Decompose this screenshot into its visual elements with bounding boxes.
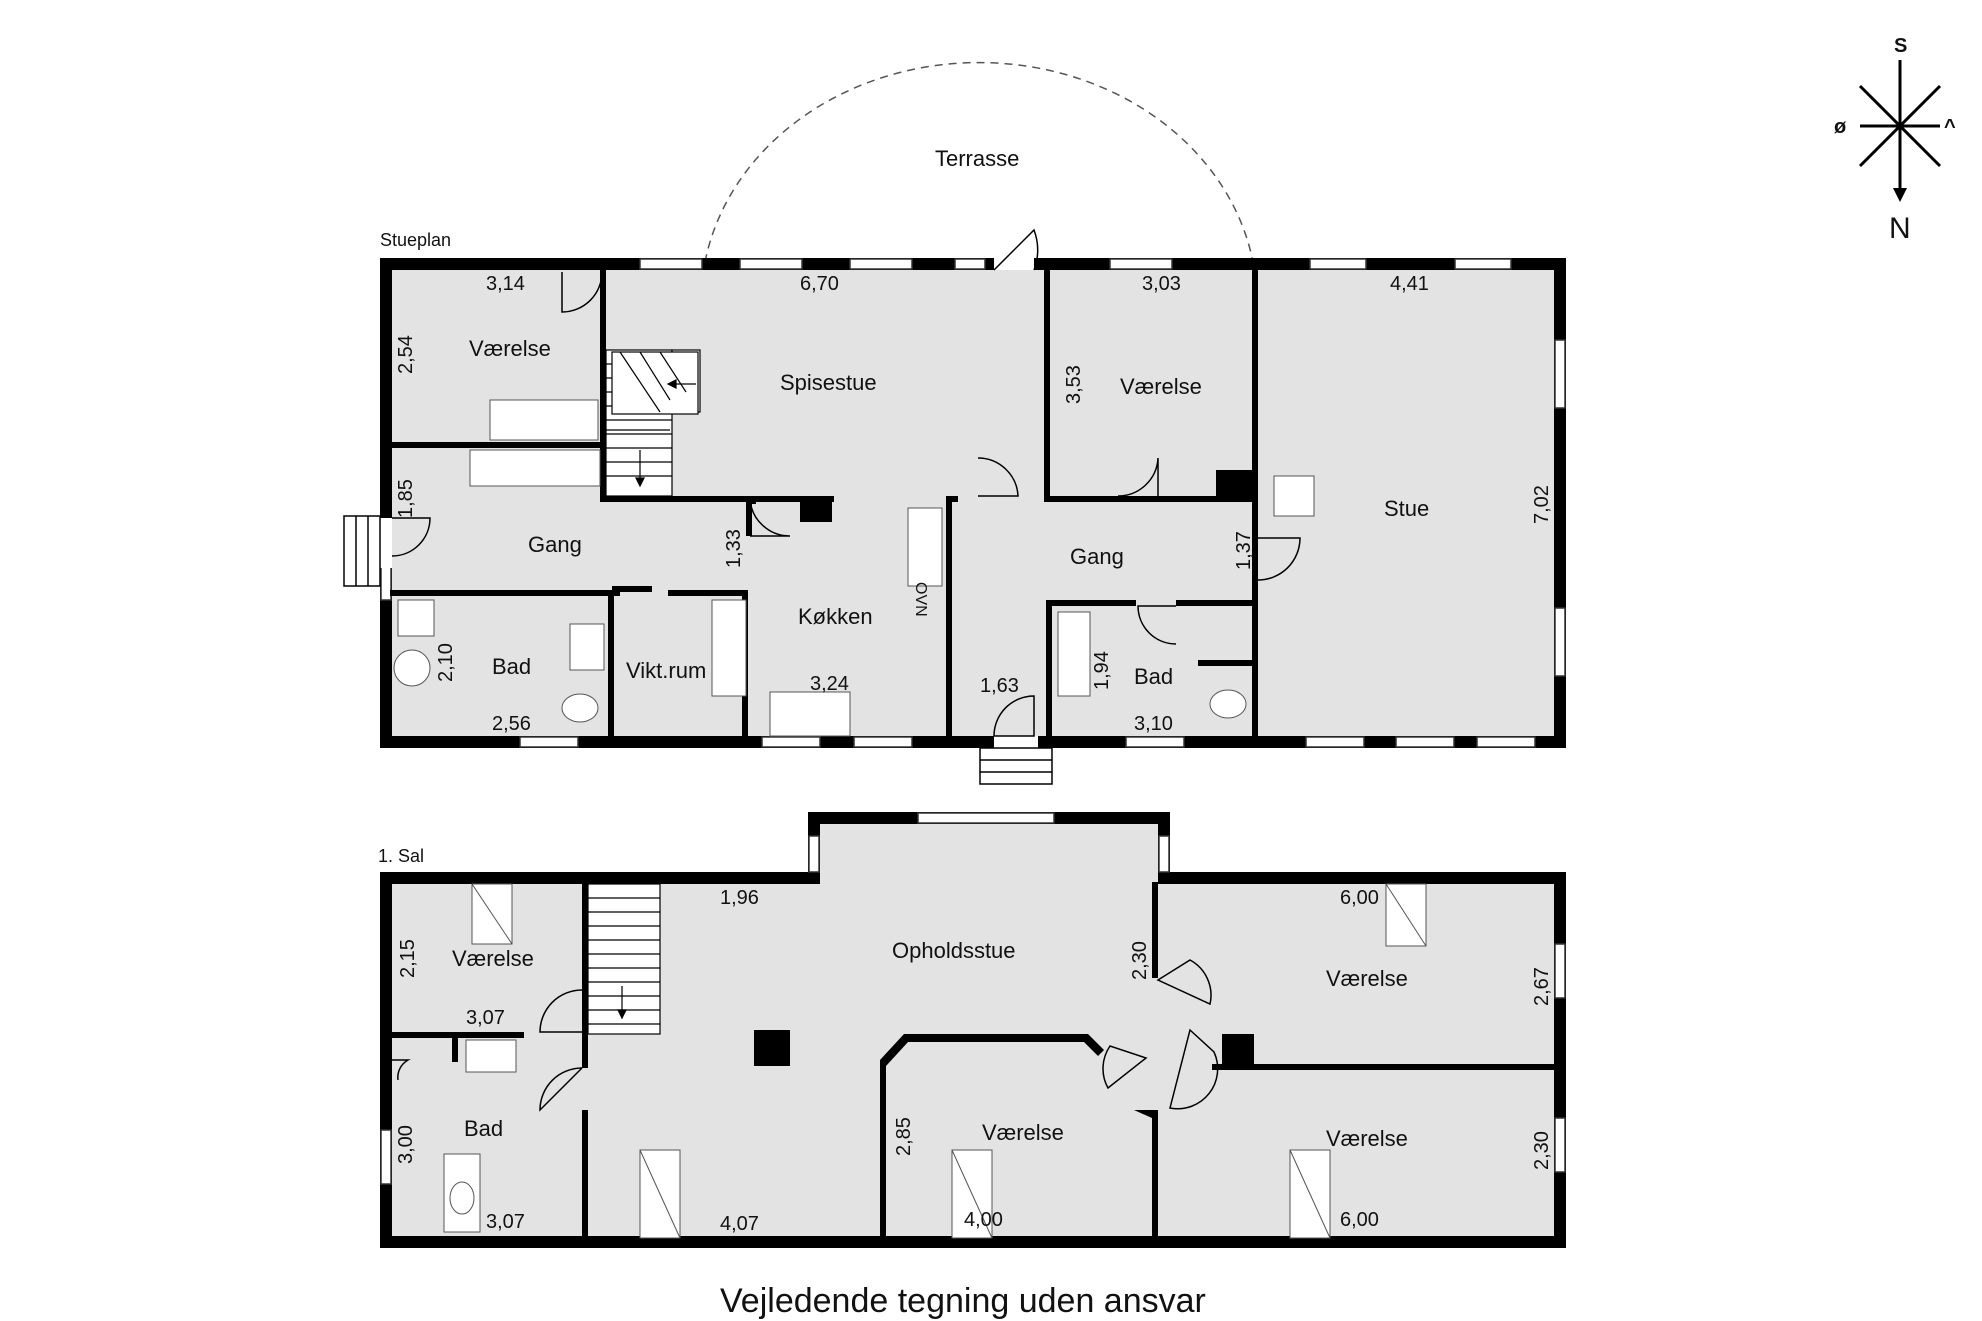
first-door-swings xyxy=(388,959,1219,1112)
dim-285: 2,85 xyxy=(893,1117,915,1156)
oven-label: OVN xyxy=(912,582,929,617)
ground-stair xyxy=(605,349,701,497)
dim-324: 3,24 xyxy=(810,673,849,695)
dim-194: 1,94 xyxy=(1091,651,1113,690)
drawing-caption: Vejledende tegning uden ansvar xyxy=(720,1282,1206,1320)
ground-chimney xyxy=(1220,470,1250,502)
first-windows xyxy=(380,812,1566,1185)
label-spisestue: Spisestue xyxy=(780,370,877,395)
dim-600b: 6,00 xyxy=(1340,1209,1379,1231)
label-f1-vaerelse-nw: Værelse xyxy=(452,946,534,971)
dim-137: 1,37 xyxy=(1233,531,1255,570)
dim-600a: 6,00 xyxy=(1340,887,1379,909)
ground-floor-title: Stueplan xyxy=(380,230,451,250)
west-entry-gap xyxy=(380,518,392,568)
label-koekken: Køkken xyxy=(798,604,873,629)
south-entry-gap xyxy=(994,736,1038,748)
ground-door-swings xyxy=(391,228,1301,737)
dim-196: 1,96 xyxy=(720,887,759,909)
label-gang-w: Gang xyxy=(528,532,582,557)
label-f1-vaerelse-se: Værelse xyxy=(1326,1126,1408,1151)
dim-254: 2,54 xyxy=(395,335,417,374)
dim-300: 3,00 xyxy=(395,1125,417,1164)
dim-670: 6,70 xyxy=(800,273,839,295)
first-fixtures xyxy=(443,883,1427,1239)
dim-314: 3,14 xyxy=(486,273,525,295)
label-vaerelse-mid: Værelse xyxy=(1120,374,1202,399)
dim-702: 7,02 xyxy=(1531,485,1553,524)
compass-left: ø xyxy=(1834,116,1847,138)
ground-interior-walls xyxy=(390,262,1258,738)
dim-256: 2,56 xyxy=(492,713,531,735)
compass-rose: S ø ^ N xyxy=(1834,35,1956,245)
label-gang-e: Gang xyxy=(1070,544,1124,569)
dim-230a: 2,30 xyxy=(1129,941,1151,980)
dim-163: 1,63 xyxy=(980,675,1019,697)
compass-north: N xyxy=(1889,212,1911,245)
ground-floor-plan: OVN Stueplan Terrasse Værelse Spisestue … xyxy=(343,61,1566,785)
label-bad-e: Bad xyxy=(1134,664,1173,689)
dim-185: 1,85 xyxy=(395,479,417,518)
label-f1-vaerelse-ne: Værelse xyxy=(1326,966,1408,991)
ground-fixtures xyxy=(393,399,1315,737)
dim-407: 4,07 xyxy=(720,1213,759,1235)
first-floor-plan: 1. Sal Værelse Opholdsstue Værelse Bad V… xyxy=(378,812,1566,1248)
label-f1-vaerelse-c: Værelse xyxy=(982,1120,1064,1145)
ground-windows xyxy=(380,258,1566,748)
compass-right: ^ xyxy=(1944,116,1956,138)
dim-230b: 2,30 xyxy=(1531,1131,1553,1170)
label-opholdsstue: Opholdsstue xyxy=(892,938,1016,963)
terrace-outline xyxy=(704,61,1254,263)
label-stue: Stue xyxy=(1384,496,1429,521)
dim-441: 4,41 xyxy=(1390,273,1429,295)
dim-310: 3,10 xyxy=(1134,713,1173,735)
ground-steps xyxy=(343,515,1053,785)
first-floor-area xyxy=(388,822,1562,1240)
compass-top: S xyxy=(1894,35,1907,57)
first-floor-title: 1. Sal xyxy=(378,846,424,866)
dim-133: 1,33 xyxy=(723,529,745,568)
first-stair xyxy=(587,883,661,1035)
label-terrasse: Terrasse xyxy=(935,146,1019,171)
label-bad-w: Bad xyxy=(492,654,531,679)
label-f1-bad: Bad xyxy=(464,1116,503,1141)
label-vaerelse-nw: Værelse xyxy=(469,336,551,361)
dim-353: 3,53 xyxy=(1063,365,1085,404)
label-viktrum: Vikt.rum xyxy=(626,658,706,683)
dim-303: 3,03 xyxy=(1142,273,1181,295)
dim-307b: 3,07 xyxy=(486,1211,525,1233)
dim-307a: 3,07 xyxy=(466,1007,505,1029)
dim-215: 2,15 xyxy=(397,939,419,978)
dim-267: 2,67 xyxy=(1531,967,1553,1006)
dim-400: 4,00 xyxy=(964,1209,1003,1231)
first-interior-walls xyxy=(388,882,1558,1240)
dim-210: 2,10 xyxy=(435,643,457,682)
